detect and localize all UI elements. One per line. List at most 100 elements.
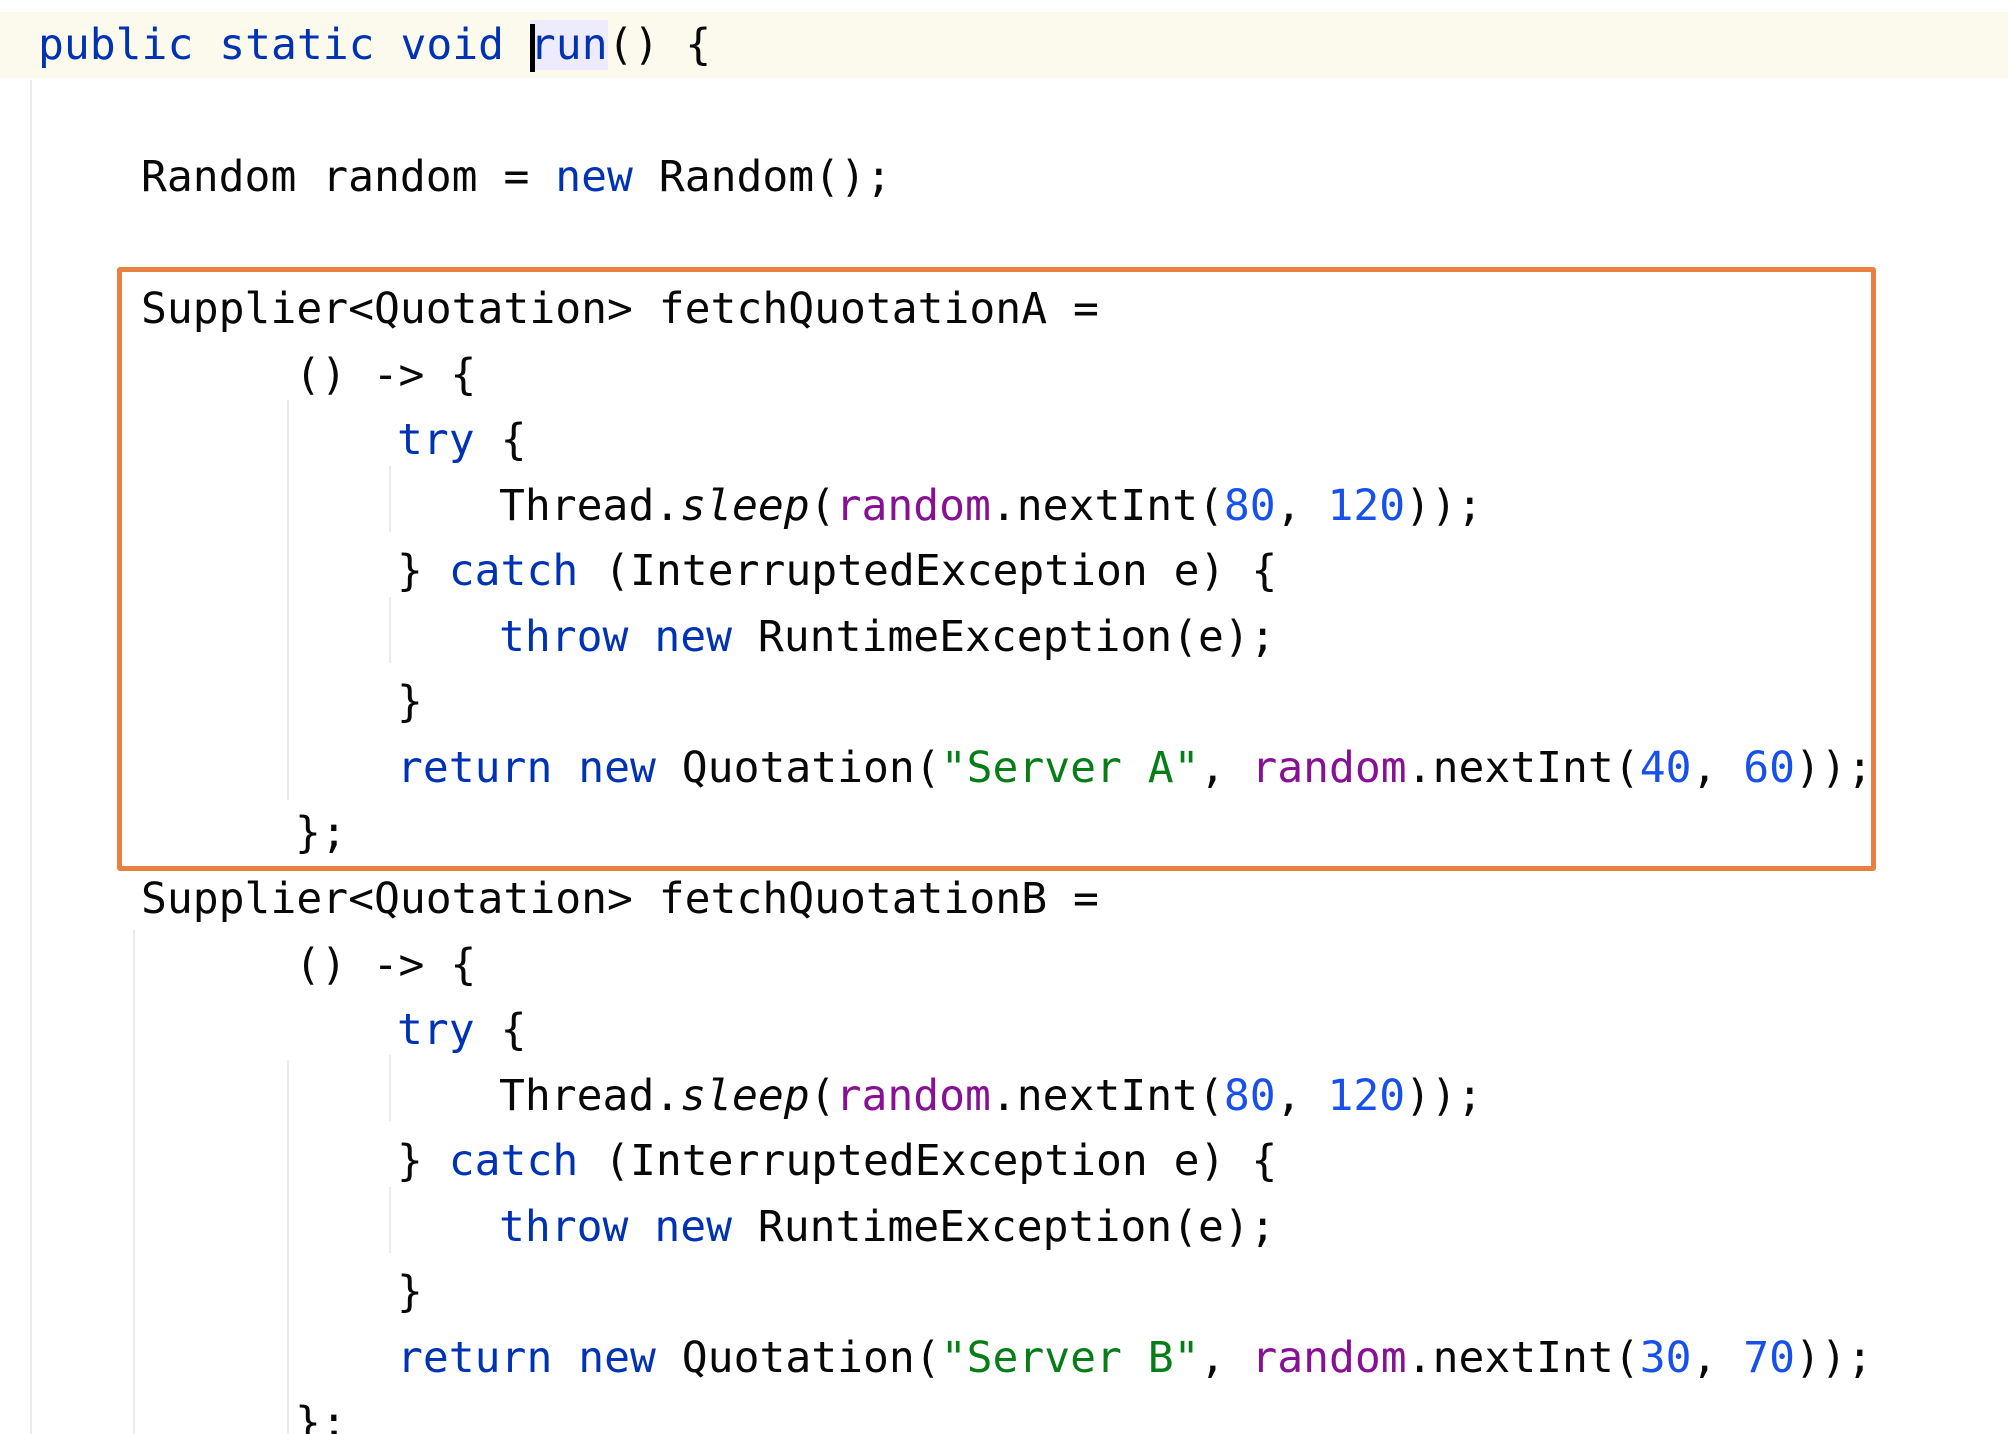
- catch-clause: (InterruptedException e) {: [604, 546, 1278, 596]
- keyword-try: try: [397, 1005, 475, 1055]
- keyword-throw: throw: [499, 612, 629, 662]
- code-line-throw: throw new RuntimeException(e);: [499, 1194, 1276, 1260]
- code-line-throw: throw new RuntimeException(e);: [499, 604, 1276, 670]
- number-literal: 120: [1327, 481, 1406, 531]
- comma: ,: [1691, 1333, 1744, 1383]
- keyword-return: return: [397, 743, 553, 793]
- indent-guide: [287, 1060, 289, 1434]
- number-literal: 60: [1743, 743, 1796, 793]
- supplier-a-declaration: Supplier<Quotation> fetchQuotationA =: [141, 284, 1099, 334]
- close-parens: ));: [1795, 1333, 1873, 1383]
- exception-constructor: RuntimeException(e);: [757, 612, 1276, 662]
- keyword-public: public: [38, 20, 194, 70]
- var-random: random: [322, 152, 478, 202]
- code-line-catch: } catch (InterruptedException e) {: [397, 1128, 1277, 1194]
- close-parens: ));: [1405, 481, 1483, 531]
- code-line-random-decl: Random random = new Random();: [141, 144, 892, 210]
- paren: (: [809, 1071, 836, 1121]
- keyword-try: try: [397, 415, 475, 465]
- code-line-close-brace: }: [397, 1259, 423, 1325]
- close-parens: ));: [1405, 1071, 1483, 1121]
- code-line-return: return new Quotation("Server B", random.…: [397, 1325, 1873, 1391]
- brace: }: [397, 1136, 423, 1186]
- keyword-catch: catch: [448, 546, 579, 596]
- keyword-new: new: [578, 743, 656, 793]
- indent-guide: [389, 1055, 391, 1121]
- comma: ,: [1275, 1071, 1328, 1121]
- brace: }: [397, 1267, 423, 1317]
- indent-guide: [389, 466, 391, 532]
- random-field: random: [835, 481, 991, 531]
- brace: }: [397, 677, 423, 727]
- indent-guide: [30, 80, 32, 1434]
- indent-guide: [133, 930, 135, 1434]
- next-int-call: .nextInt(: [1406, 743, 1640, 793]
- code-line-try: try {: [397, 407, 526, 473]
- keyword-new: new: [654, 1202, 733, 1252]
- text-cursor: [529, 23, 535, 72]
- keyword-catch: catch: [448, 1136, 579, 1186]
- code-line-lambda-open: () -> {: [295, 342, 476, 408]
- string-literal: "Server B": [940, 1333, 1200, 1383]
- comma: ,: [1275, 481, 1328, 531]
- keyword-return: return: [397, 1333, 553, 1383]
- paren: (: [809, 481, 836, 531]
- code-line-sleep: Thread.sleep(random.nextInt(80, 120));: [499, 1063, 1483, 1129]
- indent-guide: [389, 1187, 391, 1253]
- number-literal: 70: [1743, 1333, 1796, 1383]
- brace: }: [397, 546, 423, 596]
- code-line-method-signature: public static void run() {: [38, 12, 711, 78]
- code-line-catch: } catch (InterruptedException e) {: [397, 538, 1277, 604]
- keyword-static: static: [219, 20, 375, 70]
- sleep-method: sleep: [680, 1071, 810, 1121]
- supplier-b-declaration: Supplier<Quotation> fetchQuotationB =: [141, 874, 1099, 924]
- number-literal: 40: [1639, 743, 1692, 793]
- catch-clause: (InterruptedException e) {: [604, 1136, 1278, 1186]
- number-literal: 80: [1223, 1071, 1276, 1121]
- number-literal: 30: [1639, 1333, 1692, 1383]
- random-field: random: [1251, 743, 1407, 793]
- method-name-run[interactable]: run: [529, 20, 608, 70]
- lambda-close: };: [295, 808, 347, 858]
- keyword-void: void: [400, 20, 505, 70]
- next-int-call: .nextInt(: [1406, 1333, 1640, 1383]
- string-literal: "Server A": [940, 743, 1200, 793]
- code-line-sleep: Thread.sleep(random.nextInt(80, 120));: [499, 473, 1483, 539]
- sleep-method: sleep: [680, 481, 810, 531]
- indent-guide: [389, 597, 391, 663]
- code-line-lambda-close: };: [295, 1390, 347, 1434]
- exception-constructor: RuntimeException(e);: [757, 1202, 1276, 1252]
- next-int-call: .nextInt(: [990, 1071, 1224, 1121]
- current-line-highlight: [0, 12, 2008, 78]
- random-field: random: [835, 1071, 991, 1121]
- code-line-try: try {: [397, 997, 526, 1063]
- code-line-lambda-open: () -> {: [295, 932, 476, 998]
- quotation-constructor: Quotation(: [681, 743, 941, 793]
- thread-class: Thread.: [499, 481, 681, 531]
- next-int-call: .nextInt(: [990, 481, 1224, 531]
- comma: ,: [1691, 743, 1744, 793]
- brace: {: [500, 1005, 527, 1055]
- code-line-return: return new Quotation("Server A", random.…: [397, 735, 1873, 801]
- lambda-close: };: [295, 1398, 347, 1434]
- code-line-close-brace: }: [397, 669, 423, 735]
- keyword-throw: throw: [499, 1202, 629, 1252]
- random-field: random: [1251, 1333, 1407, 1383]
- annotation-highlight-box: [117, 267, 1876, 871]
- comma: ,: [1199, 743, 1252, 793]
- number-literal: 80: [1223, 481, 1276, 531]
- keyword-new: new: [578, 1333, 656, 1383]
- quotation-constructor: Quotation(: [681, 1333, 941, 1383]
- thread-class: Thread.: [499, 1071, 681, 1121]
- lambda-open: () -> {: [295, 350, 477, 400]
- assign-op: =: [503, 152, 530, 202]
- constructor-call: Random();: [658, 152, 892, 202]
- keyword-new: new: [654, 612, 733, 662]
- code-line-lambda-close: };: [295, 800, 347, 866]
- code-line-supplier-b-decl: Supplier<Quotation> fetchQuotationB =: [141, 866, 1099, 932]
- comma: ,: [1199, 1333, 1252, 1383]
- code-line-supplier-a-decl: Supplier<Quotation> fetchQuotationA =: [141, 276, 1099, 342]
- indent-guide: [287, 400, 289, 800]
- brace: {: [500, 415, 527, 465]
